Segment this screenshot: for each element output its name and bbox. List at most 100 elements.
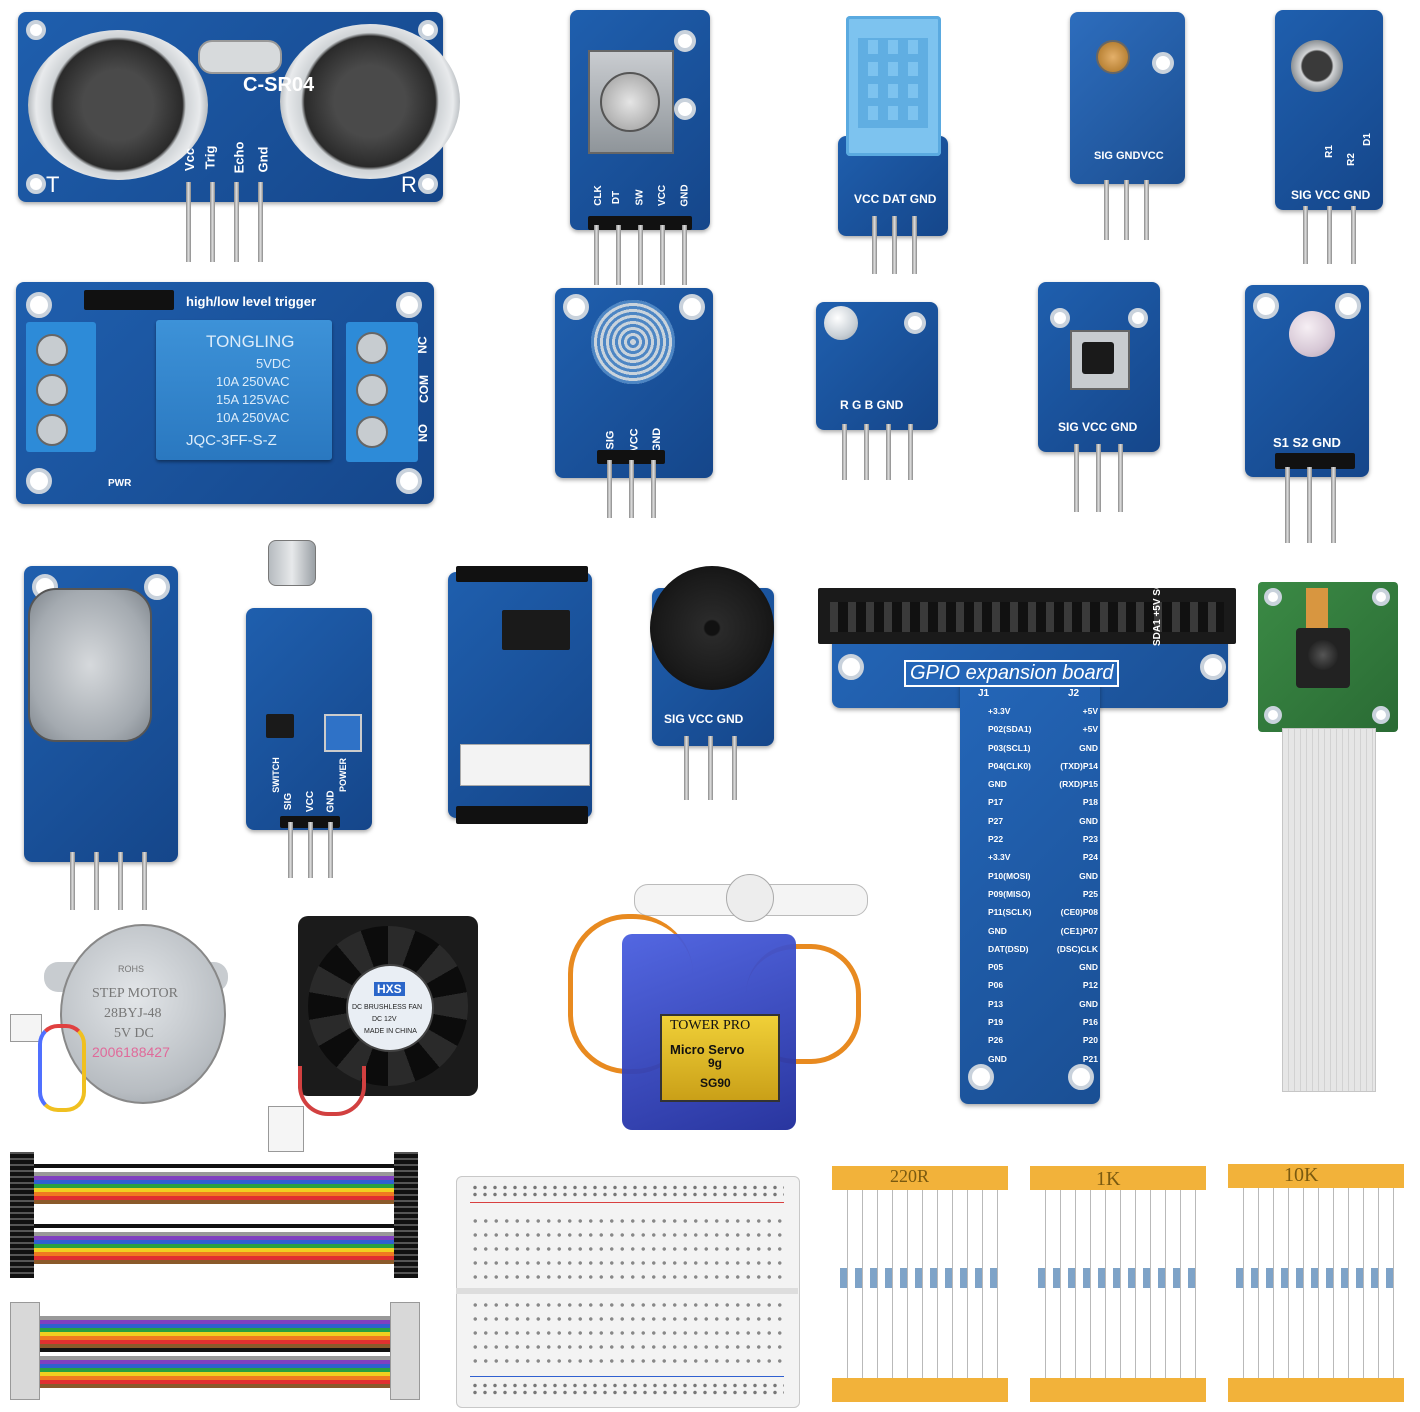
- pin-echo-label: Echo: [231, 141, 247, 174]
- transducer-left: [28, 30, 208, 180]
- gpio-pin-label: +3.3V: [988, 852, 1011, 863]
- gpio-pin-label: P16: [1082, 1017, 1098, 1028]
- flame-r2: R2: [1345, 153, 1357, 166]
- relay-module: high/low level trigger TONGLING 5VDC 10A…: [16, 282, 436, 506]
- touch-pin-sig: SIG: [604, 430, 617, 450]
- touch-sensor-module: SIG VCC GND: [555, 288, 715, 522]
- mic-power-label: POWER: [338, 757, 349, 793]
- dht-sensor-module: VCC DAT GND: [838, 16, 948, 276]
- gpio-pin-label: (TXD)P14: [1060, 760, 1098, 771]
- gpio-pin-label: GND: [1079, 870, 1098, 881]
- gpio-pin-label: P09(MISO): [988, 888, 1031, 899]
- mic-pin-gnd: GND: [325, 790, 337, 813]
- pin-dt: DT: [611, 190, 623, 205]
- gpio-top-pins: SDA1 +5V SCL1 GND: [1152, 545, 1163, 646]
- led2-pin-labels: S1 S2 GND: [1273, 435, 1341, 450]
- ultrasonic-sensor: C-SR04 Vcc Trig Echo Gnd T R: [18, 12, 460, 267]
- gpio-pin-label: P23: [1082, 834, 1098, 845]
- gpio-pin-label: P10(MOSI): [988, 870, 1031, 881]
- terminal-com: COM: [417, 375, 431, 403]
- photoresistor-module: SIG GNDVCC: [1070, 12, 1185, 242]
- mic-switch-label: SWITCH: [270, 757, 281, 793]
- pin-gnd: GND: [679, 184, 691, 207]
- gpio-pin-label: P17: [988, 797, 1004, 808]
- camera-module: [1258, 582, 1398, 1092]
- gpio-j2: J2: [1068, 688, 1080, 699]
- servo-brand: TOWER PRO: [670, 1018, 751, 1033]
- gpio-pin-label: GND: [1079, 998, 1098, 1009]
- gpio-pin-label: P22: [988, 834, 1004, 845]
- gpio-pin-label: P03(SCL1): [988, 742, 1031, 753]
- relay-trigger-label: high/low level trigger: [186, 294, 317, 309]
- resistor-value-1k: 1K: [1096, 1168, 1121, 1190]
- gpio-pin-label: P18: [1082, 797, 1098, 808]
- gpio-pin-label: (CE0)P08: [1060, 907, 1098, 918]
- dht-pin-labels: VCC DAT GND: [854, 192, 937, 206]
- button-pin-labels: SIG VCC GND: [1058, 420, 1138, 434]
- gpio-pin-label: GND: [1079, 962, 1098, 973]
- transmitter-label: T: [46, 172, 60, 197]
- servo-weight: 9g: [708, 1056, 723, 1070]
- gpio-pin-label: GND: [988, 925, 1007, 936]
- gpio-pin-label: P21: [1082, 1053, 1098, 1064]
- gpio-pin-label: +5V: [1082, 724, 1098, 735]
- servo-model: SG90: [700, 1076, 731, 1090]
- two-color-led-module: S1 S2 GND: [1245, 285, 1370, 545]
- relay-coil: 5VDC: [256, 356, 291, 371]
- photo-pin-labels: SIG GNDVCC: [1094, 150, 1164, 162]
- rgb-led-module: R G B GND: [816, 302, 940, 482]
- relay-rating-3: 10A 250VAC: [216, 410, 290, 425]
- touch-pad: [591, 300, 675, 384]
- flame-sensor-module: R1 R2 D1 SIG VCC GND: [1275, 10, 1385, 265]
- gpio-pin-label: P19: [988, 1017, 1004, 1028]
- terminal-nc: NC: [415, 336, 430, 354]
- cooling-fan: HXS DC BRUSHLESS FAN DC 12V MADE IN CHIN…: [268, 916, 480, 1152]
- touch-pin-gnd: GND: [651, 427, 664, 453]
- gpio-expansion-board: GPIO expansion board J1 J2 SDA1 +5V SCL1…: [818, 545, 1240, 1112]
- gpio-pin-label: DAT(DSD): [988, 943, 1029, 954]
- relay-rating-1: 10A 250VAC: [216, 374, 290, 389]
- ultrasonic-model: C-SR04: [243, 74, 315, 96]
- gpio-pin-label: (DSC)CLK: [1056, 943, 1098, 954]
- push-button-module: SIG VCC GND: [1038, 282, 1162, 514]
- gpio-pin-label: GND: [988, 779, 1007, 790]
- flame-d1: D1: [1361, 133, 1373, 146]
- gpio-pin-label: P12: [1082, 980, 1098, 991]
- gpio-title: GPIO expansion board: [904, 660, 1120, 687]
- gpio-pin-label: GND: [988, 1053, 1007, 1064]
- servo-name: Micro Servo: [670, 1042, 745, 1057]
- pin-gnd-label: Gnd: [255, 146, 271, 173]
- gpio-pin-label: GND: [1079, 815, 1098, 826]
- flame-pin-labels: SIG VCC GND: [1291, 188, 1371, 202]
- stepper-motor-body: [60, 924, 226, 1104]
- rotary-encoder-module: CLK DT SW VCC GND: [570, 10, 710, 285]
- pin-vcc: VCC: [657, 184, 669, 207]
- fan-origin: MADE IN CHINA: [364, 1028, 417, 1035]
- stepper-driver-board: [448, 566, 594, 832]
- jumper-wires-bundle: [10, 1152, 420, 1402]
- gpio-pin-label: (CE1)P07: [1060, 925, 1098, 936]
- stepper-motor: ROHS STEP MOTOR 28BYJ-48 5V DC 200618842…: [10, 924, 246, 1120]
- relay-rating-2: 15A 125VAC: [216, 392, 290, 407]
- resistor-strip-220r: 220R: [832, 1166, 1008, 1402]
- gpio-pin-label: +3.3V: [988, 706, 1011, 716]
- gpio-j1: J1: [978, 688, 990, 699]
- gas-sensor-module: [24, 566, 180, 910]
- gpio-pin-label: P02(SDA1): [988, 724, 1032, 735]
- gpio-pin-label: P27: [988, 815, 1004, 826]
- resistor-value-10k: 10K: [1284, 1164, 1319, 1186]
- gpio-pin-label: P13: [988, 998, 1004, 1009]
- stepper-badge: ROHS: [118, 964, 145, 974]
- gpio-pin-label: P26: [988, 1035, 1004, 1046]
- gpio-pin-label: P24: [1082, 852, 1098, 863]
- stepper-line-3: 5V DC: [114, 1026, 154, 1041]
- stepper-serial: 2006188427: [92, 1044, 170, 1060]
- gpio-pin-label: P20: [1082, 1035, 1098, 1046]
- pin-clk: CLK: [592, 185, 604, 206]
- gpio-pin-label: (RXD)P15: [1059, 779, 1098, 790]
- servo-motor: TOWER PRO Micro Servo 9g SG90: [566, 874, 870, 1140]
- pin-vcc-label: Vcc: [182, 147, 198, 172]
- stepper-line-1: STEP MOTOR: [92, 986, 178, 1001]
